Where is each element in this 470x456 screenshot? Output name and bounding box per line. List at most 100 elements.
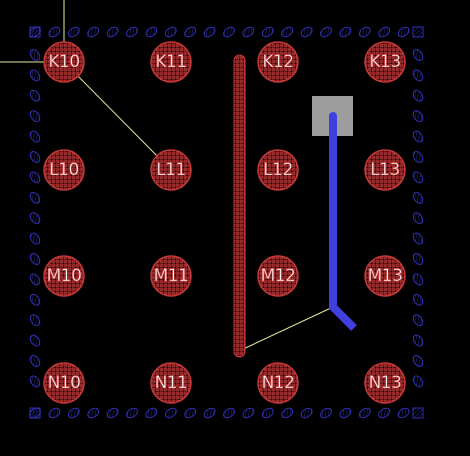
keepout-via	[29, 151, 41, 163]
pad-circle[interactable]	[364, 362, 406, 404]
pad-k12[interactable]: K12	[257, 41, 299, 83]
pad-label: K13	[369, 52, 400, 72]
keepout-via	[378, 26, 391, 38]
keepout-via	[300, 407, 313, 419]
keepout-via	[281, 407, 294, 419]
pad-circle[interactable]	[364, 255, 406, 297]
pad-label: M10	[47, 266, 82, 286]
pad-n12[interactable]: N12	[257, 362, 299, 404]
pad-n11[interactable]: N11	[150, 362, 192, 404]
pad-l13[interactable]: L13	[364, 149, 406, 191]
pad-circle[interactable]	[257, 41, 299, 83]
pad-circle[interactable]	[43, 41, 85, 83]
keepout-via	[412, 191, 424, 204]
keepout-via	[126, 407, 138, 419]
keepout-via	[145, 407, 158, 419]
pad-label: N12	[262, 373, 295, 393]
keepout-via	[29, 130, 41, 143]
keepout-via	[106, 26, 119, 38]
keepout-corner	[412, 407, 424, 419]
pad-circle[interactable]	[150, 362, 192, 404]
keepout-corner	[29, 26, 41, 38]
pad-circle[interactable]	[364, 41, 406, 83]
pad-k13[interactable]: K13	[364, 41, 406, 83]
pad-circle[interactable]	[43, 362, 85, 404]
pad-m11[interactable]: M11	[150, 255, 192, 297]
pad-circle[interactable]	[43, 255, 85, 297]
keepout-via	[29, 232, 41, 245]
pad-circle[interactable]	[257, 149, 299, 191]
pad-label: M11	[154, 266, 189, 286]
keepout-via	[29, 110, 41, 123]
keepout-via	[412, 232, 424, 245]
keepout-via	[281, 26, 294, 38]
keepout-via	[203, 407, 216, 419]
pad-m13[interactable]: M13	[364, 255, 406, 297]
keepout-via	[397, 26, 410, 38]
pad-circle[interactable]	[257, 255, 299, 297]
pad-circle[interactable]	[257, 362, 299, 404]
keepout-via	[412, 49, 424, 61]
keepout-via	[87, 407, 100, 419]
pad-k11[interactable]: K11	[150, 41, 192, 83]
pad-label: M12	[261, 266, 296, 286]
keepout-via	[184, 407, 197, 419]
pad-n13[interactable]: N13	[364, 362, 406, 404]
keepout-via	[339, 407, 352, 419]
keepout-via	[412, 110, 424, 123]
keepout-via	[48, 407, 61, 419]
pad-label: M13	[368, 266, 403, 286]
keepout-via	[29, 89, 41, 102]
keepout-via	[320, 407, 332, 419]
pad-circle[interactable]	[150, 41, 192, 83]
pad-label: N13	[369, 373, 402, 393]
keepout-via	[29, 69, 41, 82]
keepout-via	[412, 334, 424, 347]
pad-label: K12	[262, 52, 293, 72]
keepout-via	[358, 407, 371, 419]
pad-circle[interactable]	[150, 255, 192, 297]
keepout-via	[412, 69, 424, 82]
keepout-via	[242, 407, 255, 419]
pad-m12[interactable]: M12	[257, 255, 299, 297]
keepout-via	[339, 26, 352, 38]
keepout-via	[412, 151, 424, 163]
keepout-via	[320, 26, 332, 38]
keepout-via	[29, 212, 41, 225]
keepout-via	[397, 407, 410, 419]
keepout-via	[300, 26, 313, 38]
copper-bar[interactable]	[233, 54, 246, 358]
keepout-via	[29, 355, 41, 367]
ratsnest-line[interactable]	[238, 306, 334, 352]
ratsnest-line[interactable]	[63, 61, 172, 171]
keepout-via	[358, 26, 371, 38]
keepout-via	[412, 171, 424, 184]
routed-trace[interactable]	[329, 116, 357, 331]
pad-circle[interactable]	[150, 149, 192, 191]
keepout-via	[29, 334, 41, 347]
keepout-via	[412, 293, 424, 306]
keepout-via	[29, 253, 41, 265]
keepout-via	[223, 407, 235, 419]
pad-n10[interactable]: N10	[43, 362, 85, 404]
keepout-via	[106, 407, 119, 419]
keepout-via	[29, 375, 41, 388]
pad-circle[interactable]	[43, 149, 85, 191]
keepout-via	[29, 314, 41, 327]
pad-label: K11	[155, 52, 186, 72]
keepout-via	[48, 26, 61, 38]
keepout-via	[261, 26, 274, 38]
keepout-via	[412, 375, 424, 388]
pad-l10[interactable]: L10	[43, 149, 85, 191]
pad-label: K10	[48, 52, 79, 72]
pad-l12[interactable]: L12	[257, 149, 299, 191]
keepout-via	[412, 253, 424, 265]
keepout-via	[29, 171, 41, 184]
pad-circle[interactable]	[364, 149, 406, 191]
keepout-via	[164, 26, 177, 38]
pad-l11[interactable]: L11	[150, 149, 192, 191]
pad-m10[interactable]: M10	[43, 255, 85, 297]
keepout-vias-ring	[29, 26, 424, 419]
pad-k10[interactable]: K10	[43, 41, 85, 83]
